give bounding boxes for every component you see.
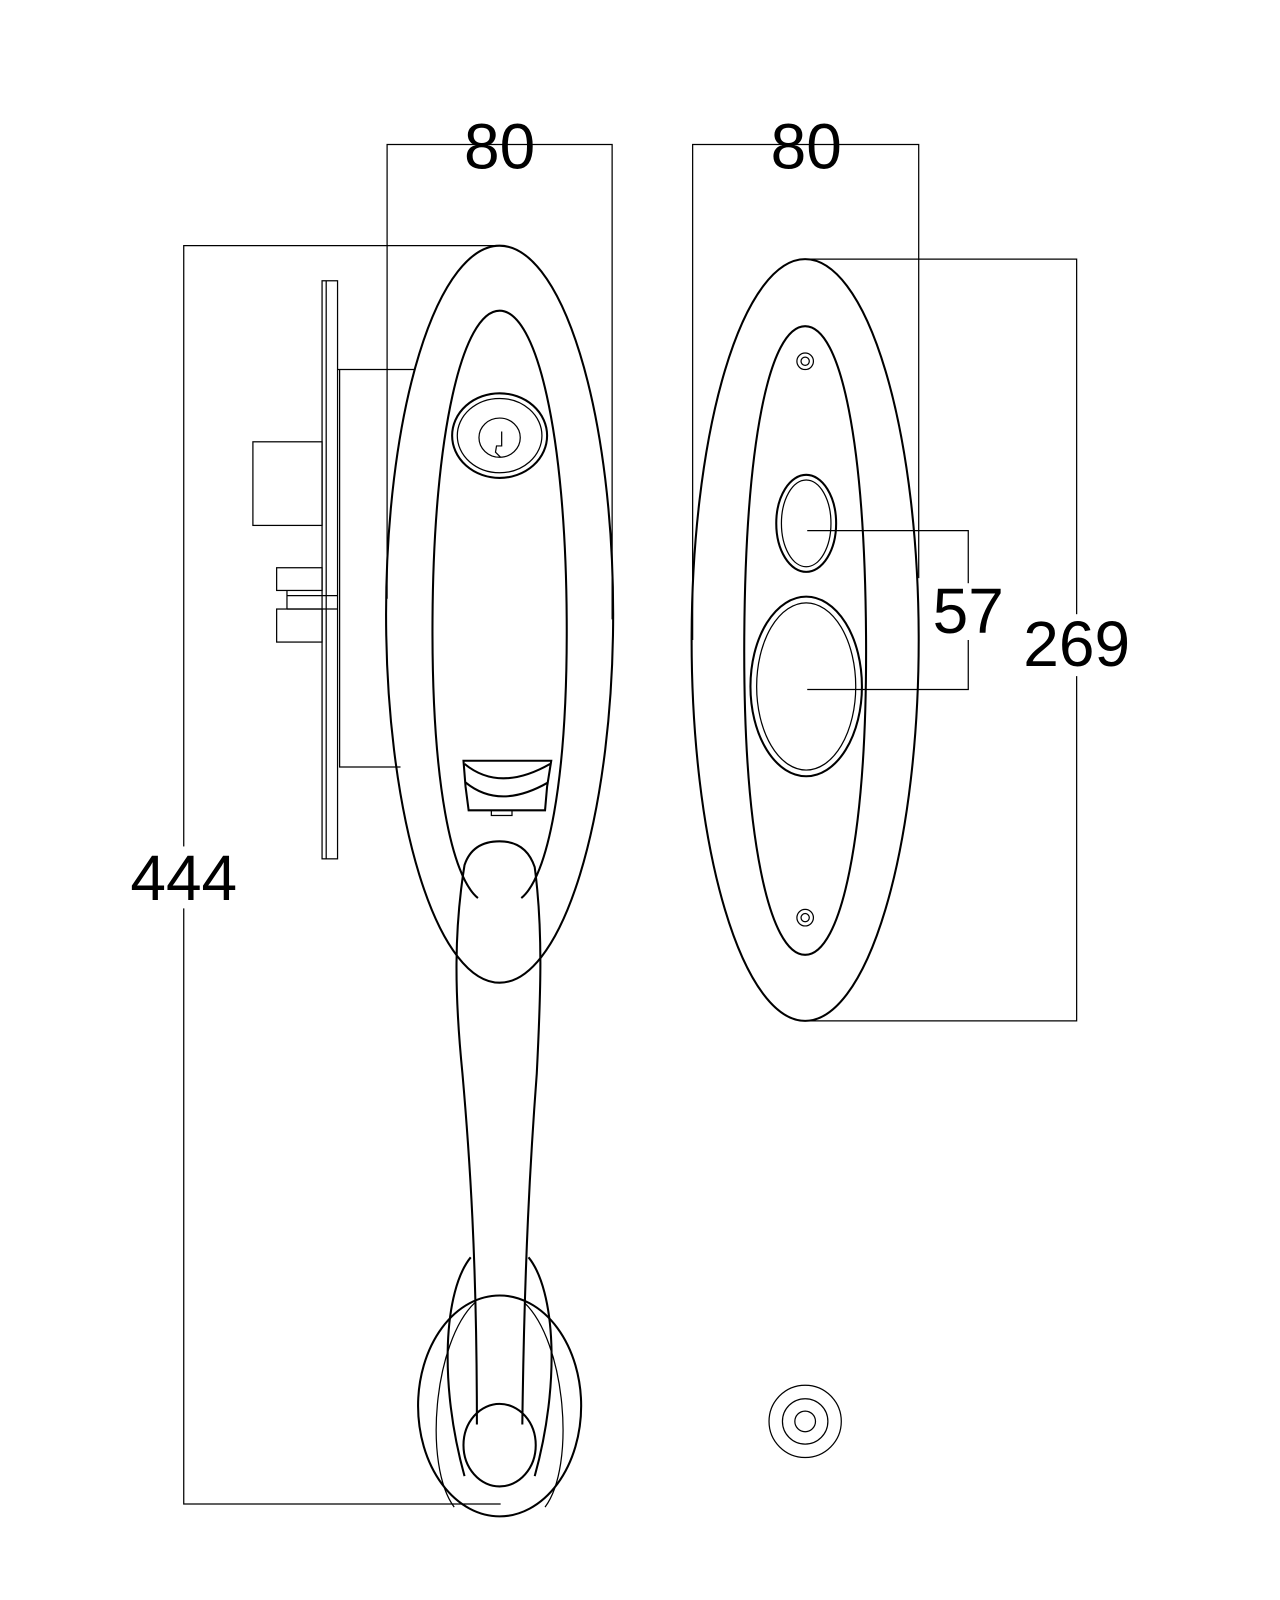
dim-right-width-label: 80 [771,110,842,182]
mortise-lock [252,280,415,860]
rosette [768,1384,842,1459]
dim-right-width: 80 [692,110,920,640]
thumb-latch [462,759,553,817]
dim-left-width: 80 [386,110,613,620]
keyhole-icon [494,431,503,458]
inside-plate [690,258,920,1022]
dim-left-width-label: 80 [464,110,535,182]
screw-icon [796,908,815,927]
dim-center-to-center: 57 [807,529,1010,691]
dim-overall-height-label: 444 [130,842,237,914]
grip-handle [417,840,583,1518]
dim-plate-height-label: 269 [1023,608,1130,680]
screw-icon [796,352,815,371]
key-cylinder [451,392,549,479]
dim-overall-height: 444 [123,245,501,1505]
dim-plate-height: 269 [805,258,1139,1022]
lever-opening [749,595,863,778]
thumbturn-opening [775,473,838,573]
dim-center-to-center-label: 57 [933,575,1004,647]
outside-escutcheon [385,244,615,984]
